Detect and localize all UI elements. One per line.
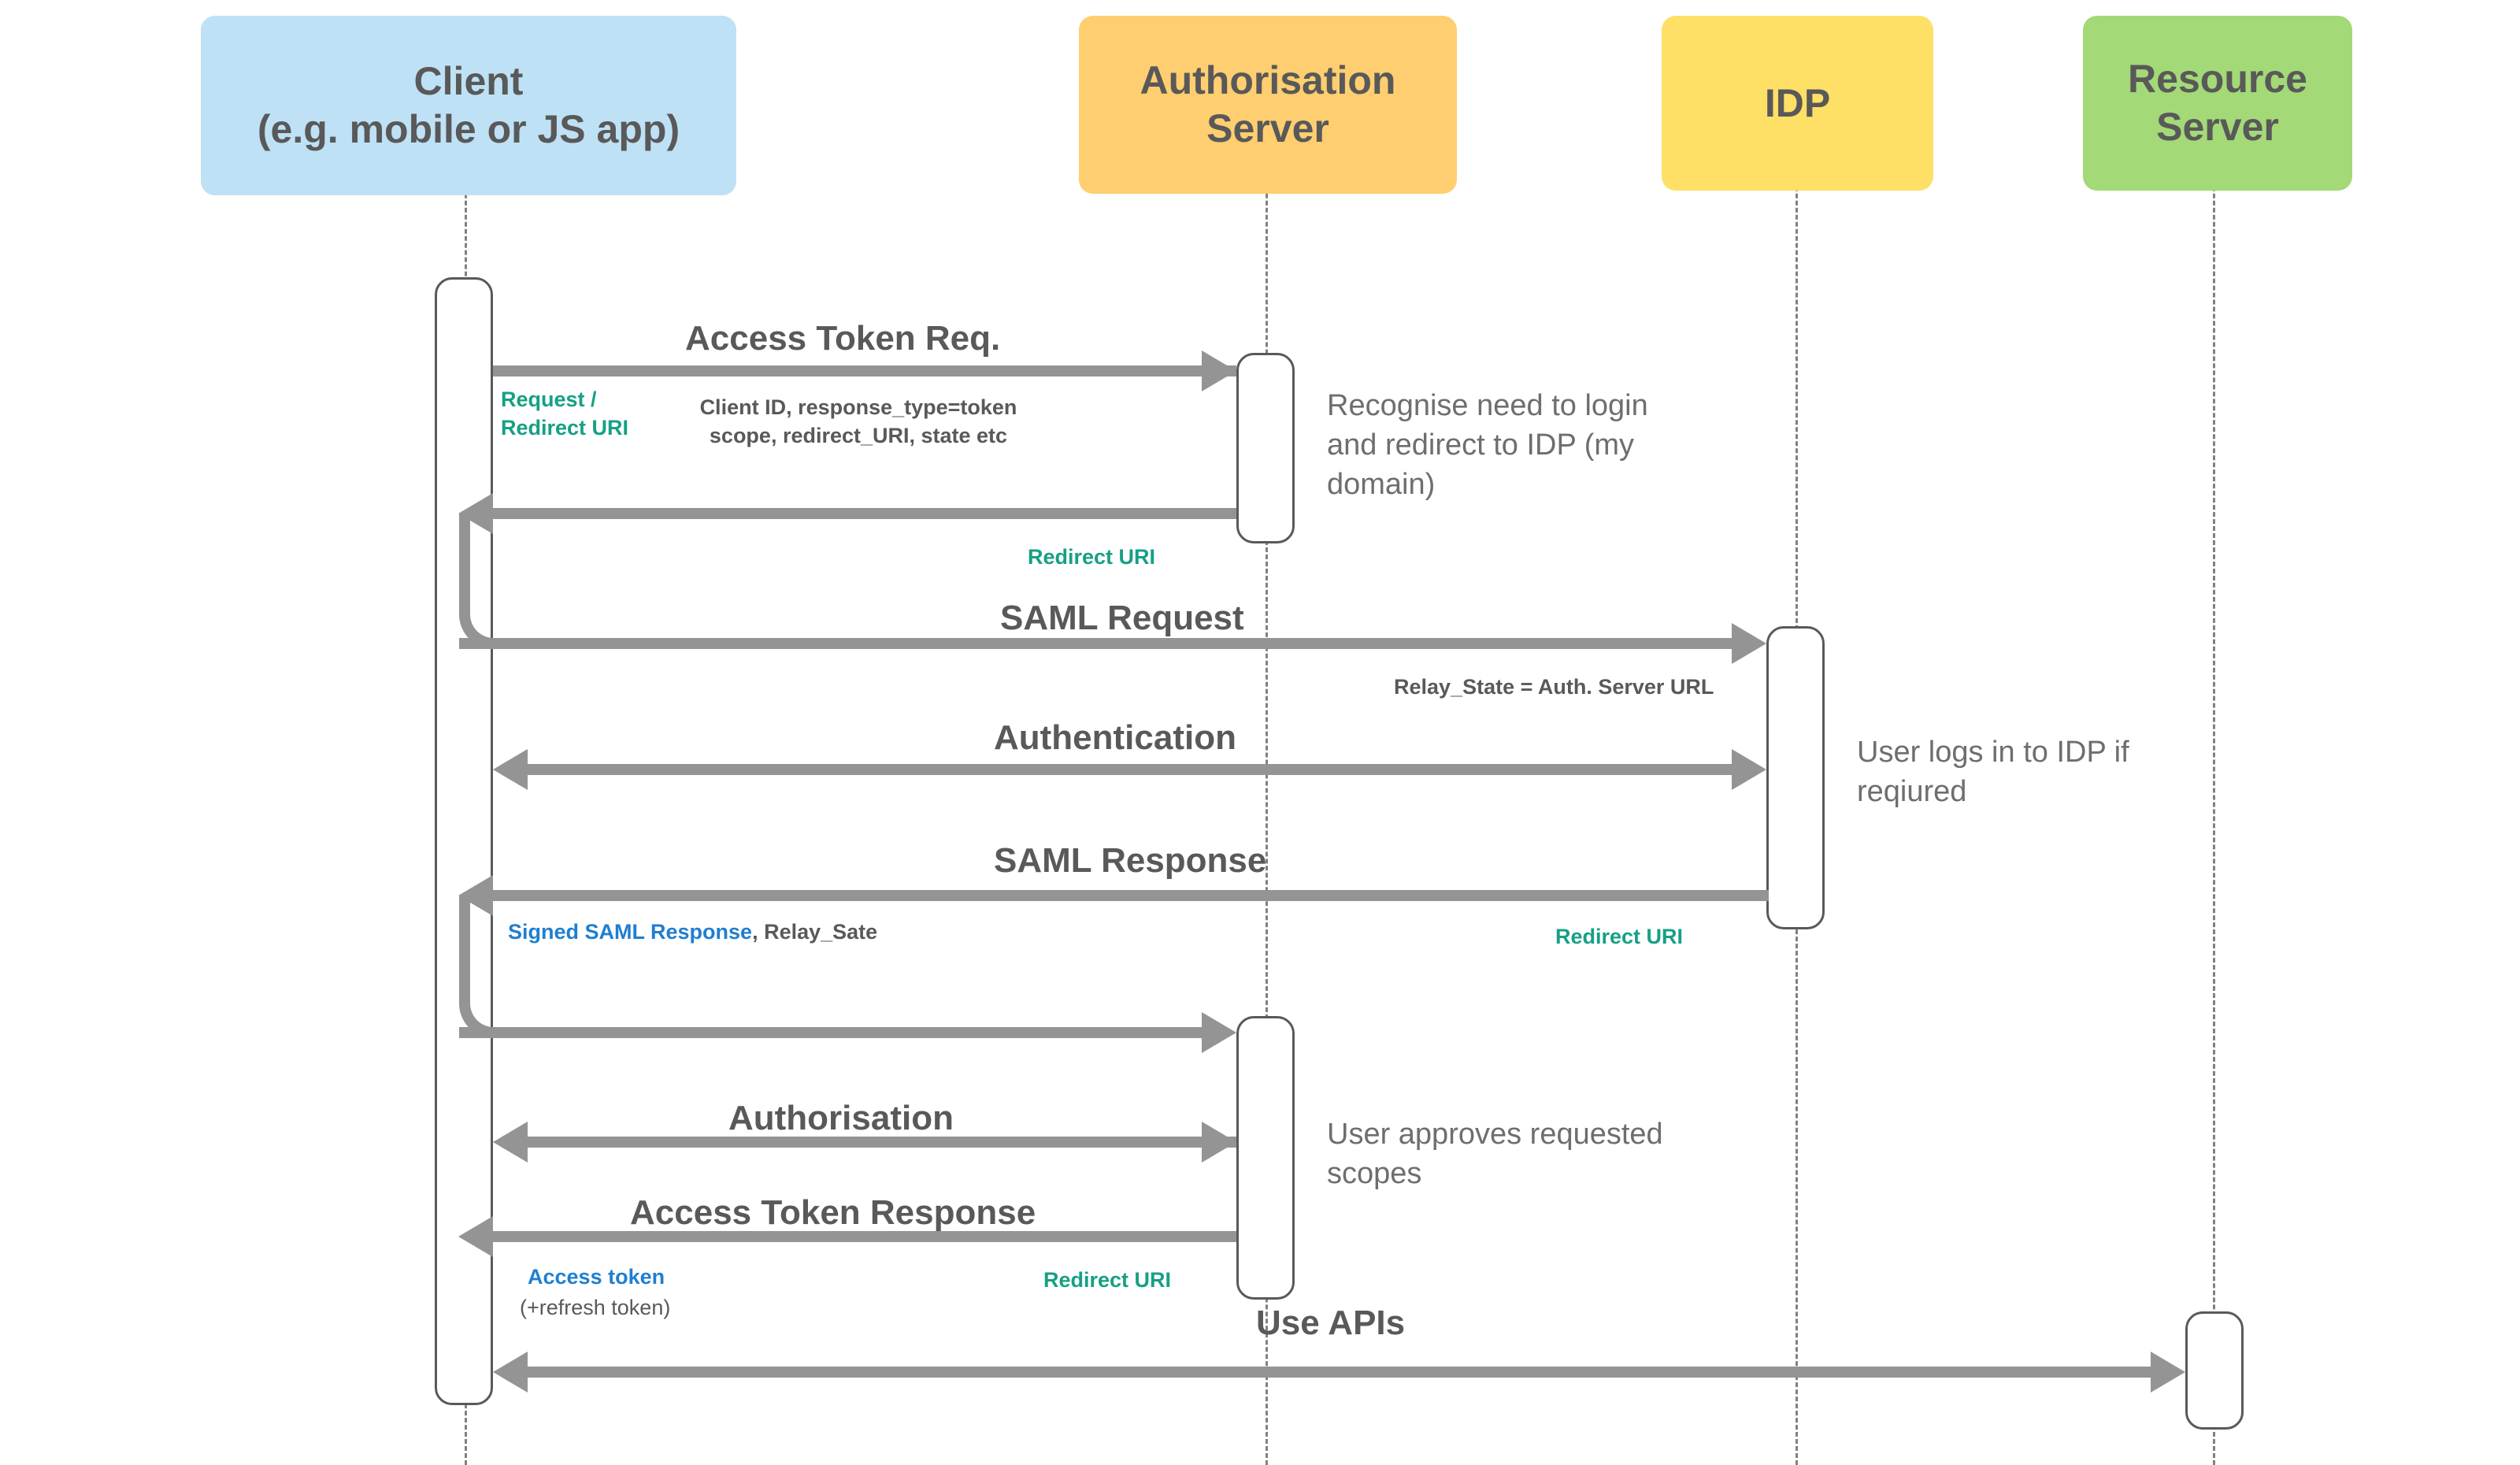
arrow-line-access-token-response — [493, 1231, 1236, 1242]
arrow-head-authentication-left — [493, 749, 528, 790]
arrow-line-use-apis — [528, 1367, 2154, 1378]
message-label-saml-request: SAML Request — [1000, 599, 1244, 637]
message-label-access-token-req: Access Token Req. — [685, 319, 1001, 358]
activation-auth-server-1 — [1236, 353, 1295, 543]
annotation-relay-state: Relay_State = Auth. Server URL — [1394, 675, 1714, 699]
selfloop-client-to-idp — [459, 514, 522, 649]
activation-resource-server — [2185, 1311, 2244, 1430]
arrow-line-saml-request — [459, 638, 1735, 649]
arrow-head-use-apis-right — [2151, 1352, 2185, 1393]
participant-client[interactable]: Client (e.g. mobile or JS app) — [201, 16, 736, 195]
participant-idp-label: IDP — [1764, 80, 1831, 125]
activation-auth-server-2 — [1236, 1016, 1295, 1300]
arrow-head-access-token-response — [458, 1216, 493, 1257]
annotation-access-token: Access token — [528, 1265, 665, 1289]
arrow-line-saml-post-to-auth — [459, 1027, 1203, 1038]
note-recognise-login: Recognise need to login and redirect to … — [1327, 389, 1648, 502]
arrow-head-saml-post-to-auth — [1202, 1012, 1236, 1053]
activation-idp — [1766, 626, 1825, 929]
message-label-use-apis: Use APIs — [1256, 1304, 1406, 1342]
note-user-approves-scopes: User approves requested scopes — [1327, 1118, 1663, 1191]
annotation-request-redirect-uri: Request / Redirect URI — [501, 388, 629, 440]
arrow-head-use-apis-left — [493, 1352, 528, 1393]
annotation-redirect-uri-2: Redirect URI — [1555, 925, 1684, 948]
participant-idp[interactable]: IDP — [1662, 16, 1933, 191]
message-label-saml-response: SAML Response — [994, 841, 1267, 880]
participant-auth-server-label: Authorisation Server — [1140, 58, 1396, 150]
participant-auth-server[interactable]: Authorisation Server — [1079, 16, 1457, 194]
arrow-head-access-token-req — [1202, 350, 1236, 391]
arrow-head-authentication-right — [1732, 749, 1766, 790]
message-label-authorisation: Authorisation — [728, 1099, 954, 1137]
lifeline-auth-server — [1266, 95, 1268, 1465]
annotation-redirect-uri-1: Redirect URI — [1028, 545, 1156, 569]
arrow-line-authorisation — [528, 1137, 1236, 1148]
selfloop-client-to-auth-server — [459, 896, 522, 1038]
annotation-redirect-uri-3: Redirect URI — [1043, 1268, 1172, 1292]
participant-resource-server-label: Resource Server — [2128, 57, 2307, 149]
arrow-head-authorisation-left — [493, 1122, 528, 1163]
arrow-line-saml-response — [493, 890, 1769, 901]
arrow-head-saml-request — [1732, 623, 1766, 664]
message-label-authentication: Authentication — [994, 718, 1236, 757]
annotation-signed-saml-gray: , Relay_Sate — [752, 920, 878, 944]
arrow-line-access-token-req — [493, 365, 1236, 376]
annotation-signed-saml-response: Signed SAML Response, Relay_Sate — [508, 920, 877, 944]
note-user-logs-in: User logs in to IDP if reqiured — [1857, 736, 2129, 809]
arrow-line-redirect-uri-1 — [493, 508, 1236, 519]
message-label-access-token-response: Access Token Response — [630, 1193, 1036, 1232]
annotation-refresh-token: (+refresh token) — [520, 1296, 671, 1319]
participant-resource-server[interactable]: Resource Server — [2083, 16, 2352, 191]
lifeline-resource-server — [2213, 95, 2215, 1465]
arrow-head-authorisation-right — [1202, 1122, 1236, 1163]
annotation-signed-saml-blue: Signed SAML Response — [508, 920, 753, 944]
participant-client-label: Client (e.g. mobile or JS app) — [257, 59, 680, 151]
arrow-line-authentication — [528, 764, 1732, 775]
annotation-client-id-params: Client ID, response_type=token scope, re… — [699, 395, 1017, 447]
